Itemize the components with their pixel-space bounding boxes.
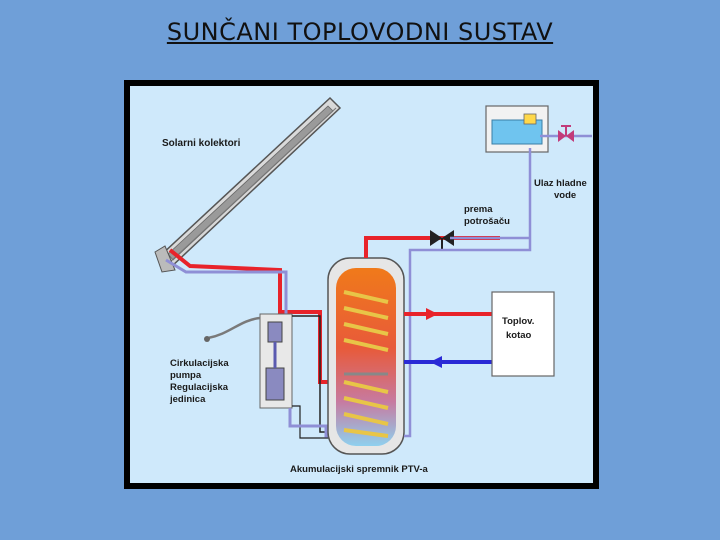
label-to-consumer-2: potrošaču [464,216,510,227]
storage-tank [327,257,405,455]
control-wire-2 [292,405,340,439]
heat-exchanger-coil [343,290,389,438]
sensor-cable [207,316,261,340]
pump-station [259,313,293,409]
inlet-valve-icon [558,125,574,142]
slide-title: SUNČANI TOPLOVODNI SUSTAV [166,18,554,46]
label-collectors: Solarni kolektori [162,138,241,149]
label-cold-water: Ulaz hladne [534,178,587,189]
cold-water-supply-pipe [404,148,532,438]
solar-water-heating-diagram: Solarni kolektori prema potrošaču Ulaz h… [130,86,593,483]
mixing-valve-icon [430,230,454,250]
diagram-frame: Solarni kolektori prema potrošaču Ulaz h… [124,80,599,489]
label-tank: Akumulacijski spremnik PTV-a [290,464,429,475]
label-boiler-2: kotao [506,330,532,341]
collector-return-pipe [165,258,288,316]
expansion-vessel [485,105,549,153]
boiler [491,291,555,377]
label-boiler: Toplov. [502,316,534,327]
label-regulator-2: jedinica [169,394,206,405]
label-regulator: Regulacijska [170,382,229,393]
label-cold-water-2: vode [554,190,576,201]
label-pump: Cirkulacijska [170,358,229,369]
label-to-consumer: prema [464,204,493,215]
solar-collector [154,96,342,273]
label-pump-2: pumpa [170,370,202,381]
